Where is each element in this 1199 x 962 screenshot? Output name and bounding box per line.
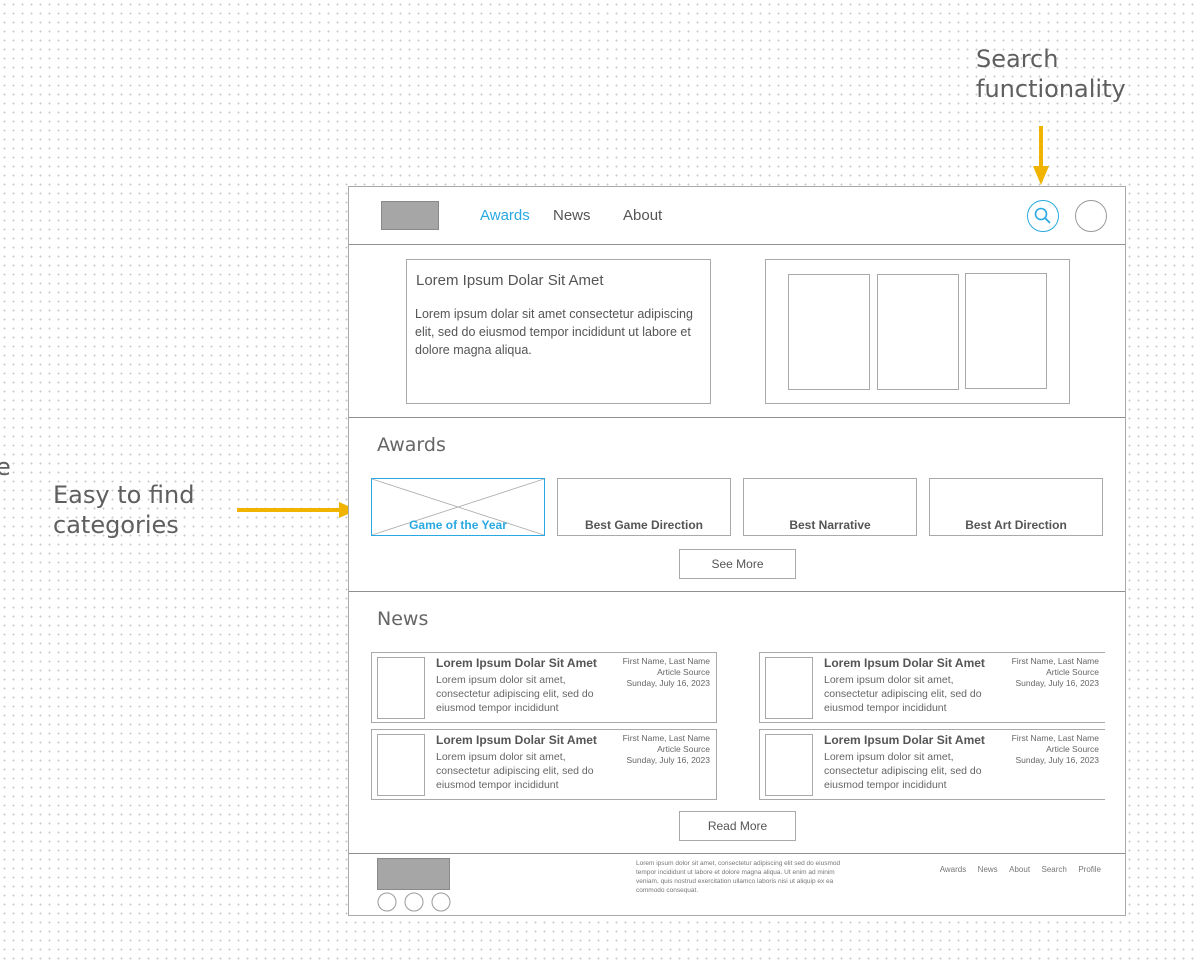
categories-annotation-line-2: categories bbox=[53, 511, 179, 539]
news-source: Article Source bbox=[1046, 667, 1099, 677]
news-thumbnail-placeholder bbox=[765, 734, 813, 796]
news-meta: First Name, Last Name Article Source Sun… bbox=[1012, 733, 1099, 766]
footer-text: Lorem ipsum dolor sit amet, consectetur … bbox=[636, 860, 841, 894]
header-logo-placeholder[interactable] bbox=[381, 201, 439, 230]
news-source: Article Source bbox=[1046, 744, 1099, 754]
see-more-button[interactable]: See More bbox=[679, 549, 796, 579]
nav-awards[interactable]: Awards bbox=[480, 207, 530, 224]
image-placeholder-cross-icon bbox=[372, 479, 544, 535]
footer-link-profile[interactable]: Profile bbox=[1078, 865, 1101, 874]
categories-annotation-line-1: Easy to find bbox=[53, 481, 195, 509]
social-circle-icon[interactable] bbox=[404, 892, 424, 912]
news-title: Lorem Ipsum Dolar Sit Amet bbox=[436, 656, 597, 670]
social-circle-icon[interactable] bbox=[377, 892, 397, 912]
nav-about[interactable]: About bbox=[623, 207, 663, 224]
award-category-best-game-direction[interactable]: Best Game Direction bbox=[557, 478, 731, 536]
news-author: First Name, Last Name bbox=[622, 656, 710, 666]
footer-link-about[interactable]: About bbox=[1009, 865, 1031, 874]
news-date: Sunday, July 16, 2023 bbox=[1015, 678, 1100, 688]
read-more-button[interactable]: Read More bbox=[679, 811, 796, 841]
news-excerpt: Lorem ipsum dolor sit amet, consectetur … bbox=[436, 674, 594, 714]
news-card[interactable]: Lorem Ipsum Dolar Sit Amet Lorem ipsum d… bbox=[371, 652, 717, 723]
news-meta: First Name, Last Name Article Source Sun… bbox=[623, 733, 710, 766]
wireframe-page: Awards News About Lorem Ipsum Dolar Sit … bbox=[348, 186, 1126, 916]
categories-annotation: Easy to find categories bbox=[53, 480, 195, 540]
footer-nav: Awards News About Search Profile bbox=[933, 859, 1101, 877]
header-divider bbox=[349, 244, 1125, 245]
awards-section-title: Awards bbox=[377, 434, 446, 456]
awards-divider bbox=[349, 591, 1125, 592]
news-meta: First Name, Last Name Article Source Sun… bbox=[1012, 656, 1099, 689]
news-thumbnail-placeholder bbox=[765, 657, 813, 719]
news-author: First Name, Last Name bbox=[1011, 733, 1099, 743]
social-icons bbox=[377, 892, 451, 912]
categories-arrow-shaft bbox=[237, 508, 341, 512]
news-excerpt: Lorem ipsum dolor sit amet, consectetur … bbox=[436, 751, 594, 791]
nav-news[interactable]: News bbox=[553, 207, 591, 224]
hero-text-card: Lorem Ipsum Dolar Sit Amet Lorem ipsum d… bbox=[406, 259, 711, 404]
award-category-label: Game of the Year bbox=[409, 518, 507, 532]
news-date: Sunday, July 16, 2023 bbox=[626, 755, 711, 765]
search-annotation-line-1: Search bbox=[976, 45, 1059, 73]
award-category-label: Best Game Direction bbox=[584, 518, 704, 532]
news-section-title: News bbox=[377, 608, 429, 630]
news-date: Sunday, July 16, 2023 bbox=[626, 678, 711, 688]
news-meta: First Name, Last Name Article Source Sun… bbox=[623, 656, 710, 689]
hero-title: Lorem Ipsum Dolar Sit Amet bbox=[416, 272, 604, 289]
news-divider bbox=[349, 853, 1125, 854]
search-icon[interactable] bbox=[1026, 199, 1060, 233]
hero-body: Lorem ipsum dolar sit amet consectetur a… bbox=[415, 307, 693, 357]
award-category-best-art-direction[interactable]: Best Art Direction bbox=[929, 478, 1103, 536]
gallery-image-placeholder[interactable] bbox=[788, 274, 870, 390]
gallery-image-placeholder[interactable] bbox=[877, 274, 959, 390]
news-date: Sunday, July 16, 2023 bbox=[1015, 755, 1100, 765]
cut-off-annotation: e bbox=[0, 453, 11, 481]
news-excerpt: Lorem ipsum dolor sit amet, consectetur … bbox=[824, 674, 982, 714]
news-card[interactable]: Lorem Ipsum Dolar Sit Amet Lorem ipsum d… bbox=[371, 729, 717, 800]
news-thumbnail-placeholder bbox=[377, 657, 425, 719]
news-card[interactable]: Lorem Ipsum Dolar Sit Amet Lorem ipsum d… bbox=[759, 652, 1105, 723]
award-category-best-narrative[interactable]: Best Narrative bbox=[743, 478, 917, 536]
news-source: Article Source bbox=[657, 667, 710, 677]
profile-circle-icon[interactable] bbox=[1074, 199, 1108, 233]
news-excerpt: Lorem ipsum dolor sit amet, consectetur … bbox=[824, 751, 982, 791]
search-annotation-line-2: functionality bbox=[976, 75, 1126, 103]
news-author: First Name, Last Name bbox=[1011, 656, 1099, 666]
search-arrow-shaft bbox=[1039, 126, 1043, 168]
hero-divider bbox=[349, 417, 1125, 418]
hero-image-gallery bbox=[765, 259, 1070, 404]
news-author: First Name, Last Name bbox=[622, 733, 710, 743]
search-arrow-head bbox=[1033, 166, 1049, 185]
award-category-label: Best Art Direction bbox=[965, 518, 1067, 532]
news-title: Lorem Ipsum Dolar Sit Amet bbox=[436, 733, 597, 747]
news-title: Lorem Ipsum Dolar Sit Amet bbox=[824, 656, 985, 670]
social-circle-icon[interactable] bbox=[431, 892, 451, 912]
search-annotation: Search functionality bbox=[976, 44, 1126, 104]
news-source: Article Source bbox=[657, 744, 710, 754]
award-category-game-of-the-year[interactable]: Game of the Year bbox=[371, 478, 545, 536]
news-thumbnail-placeholder bbox=[377, 734, 425, 796]
news-card[interactable]: Lorem Ipsum Dolar Sit Amet Lorem ipsum d… bbox=[759, 729, 1105, 800]
news-title: Lorem Ipsum Dolar Sit Amet bbox=[824, 733, 985, 747]
footer-link-search[interactable]: Search bbox=[1041, 865, 1067, 874]
gallery-image-placeholder[interactable] bbox=[965, 273, 1047, 389]
footer-logo-placeholder[interactable] bbox=[377, 858, 450, 890]
footer-link-news[interactable]: News bbox=[977, 865, 998, 874]
footer-link-awards[interactable]: Awards bbox=[939, 865, 967, 874]
award-category-label: Best Narrative bbox=[789, 518, 871, 532]
